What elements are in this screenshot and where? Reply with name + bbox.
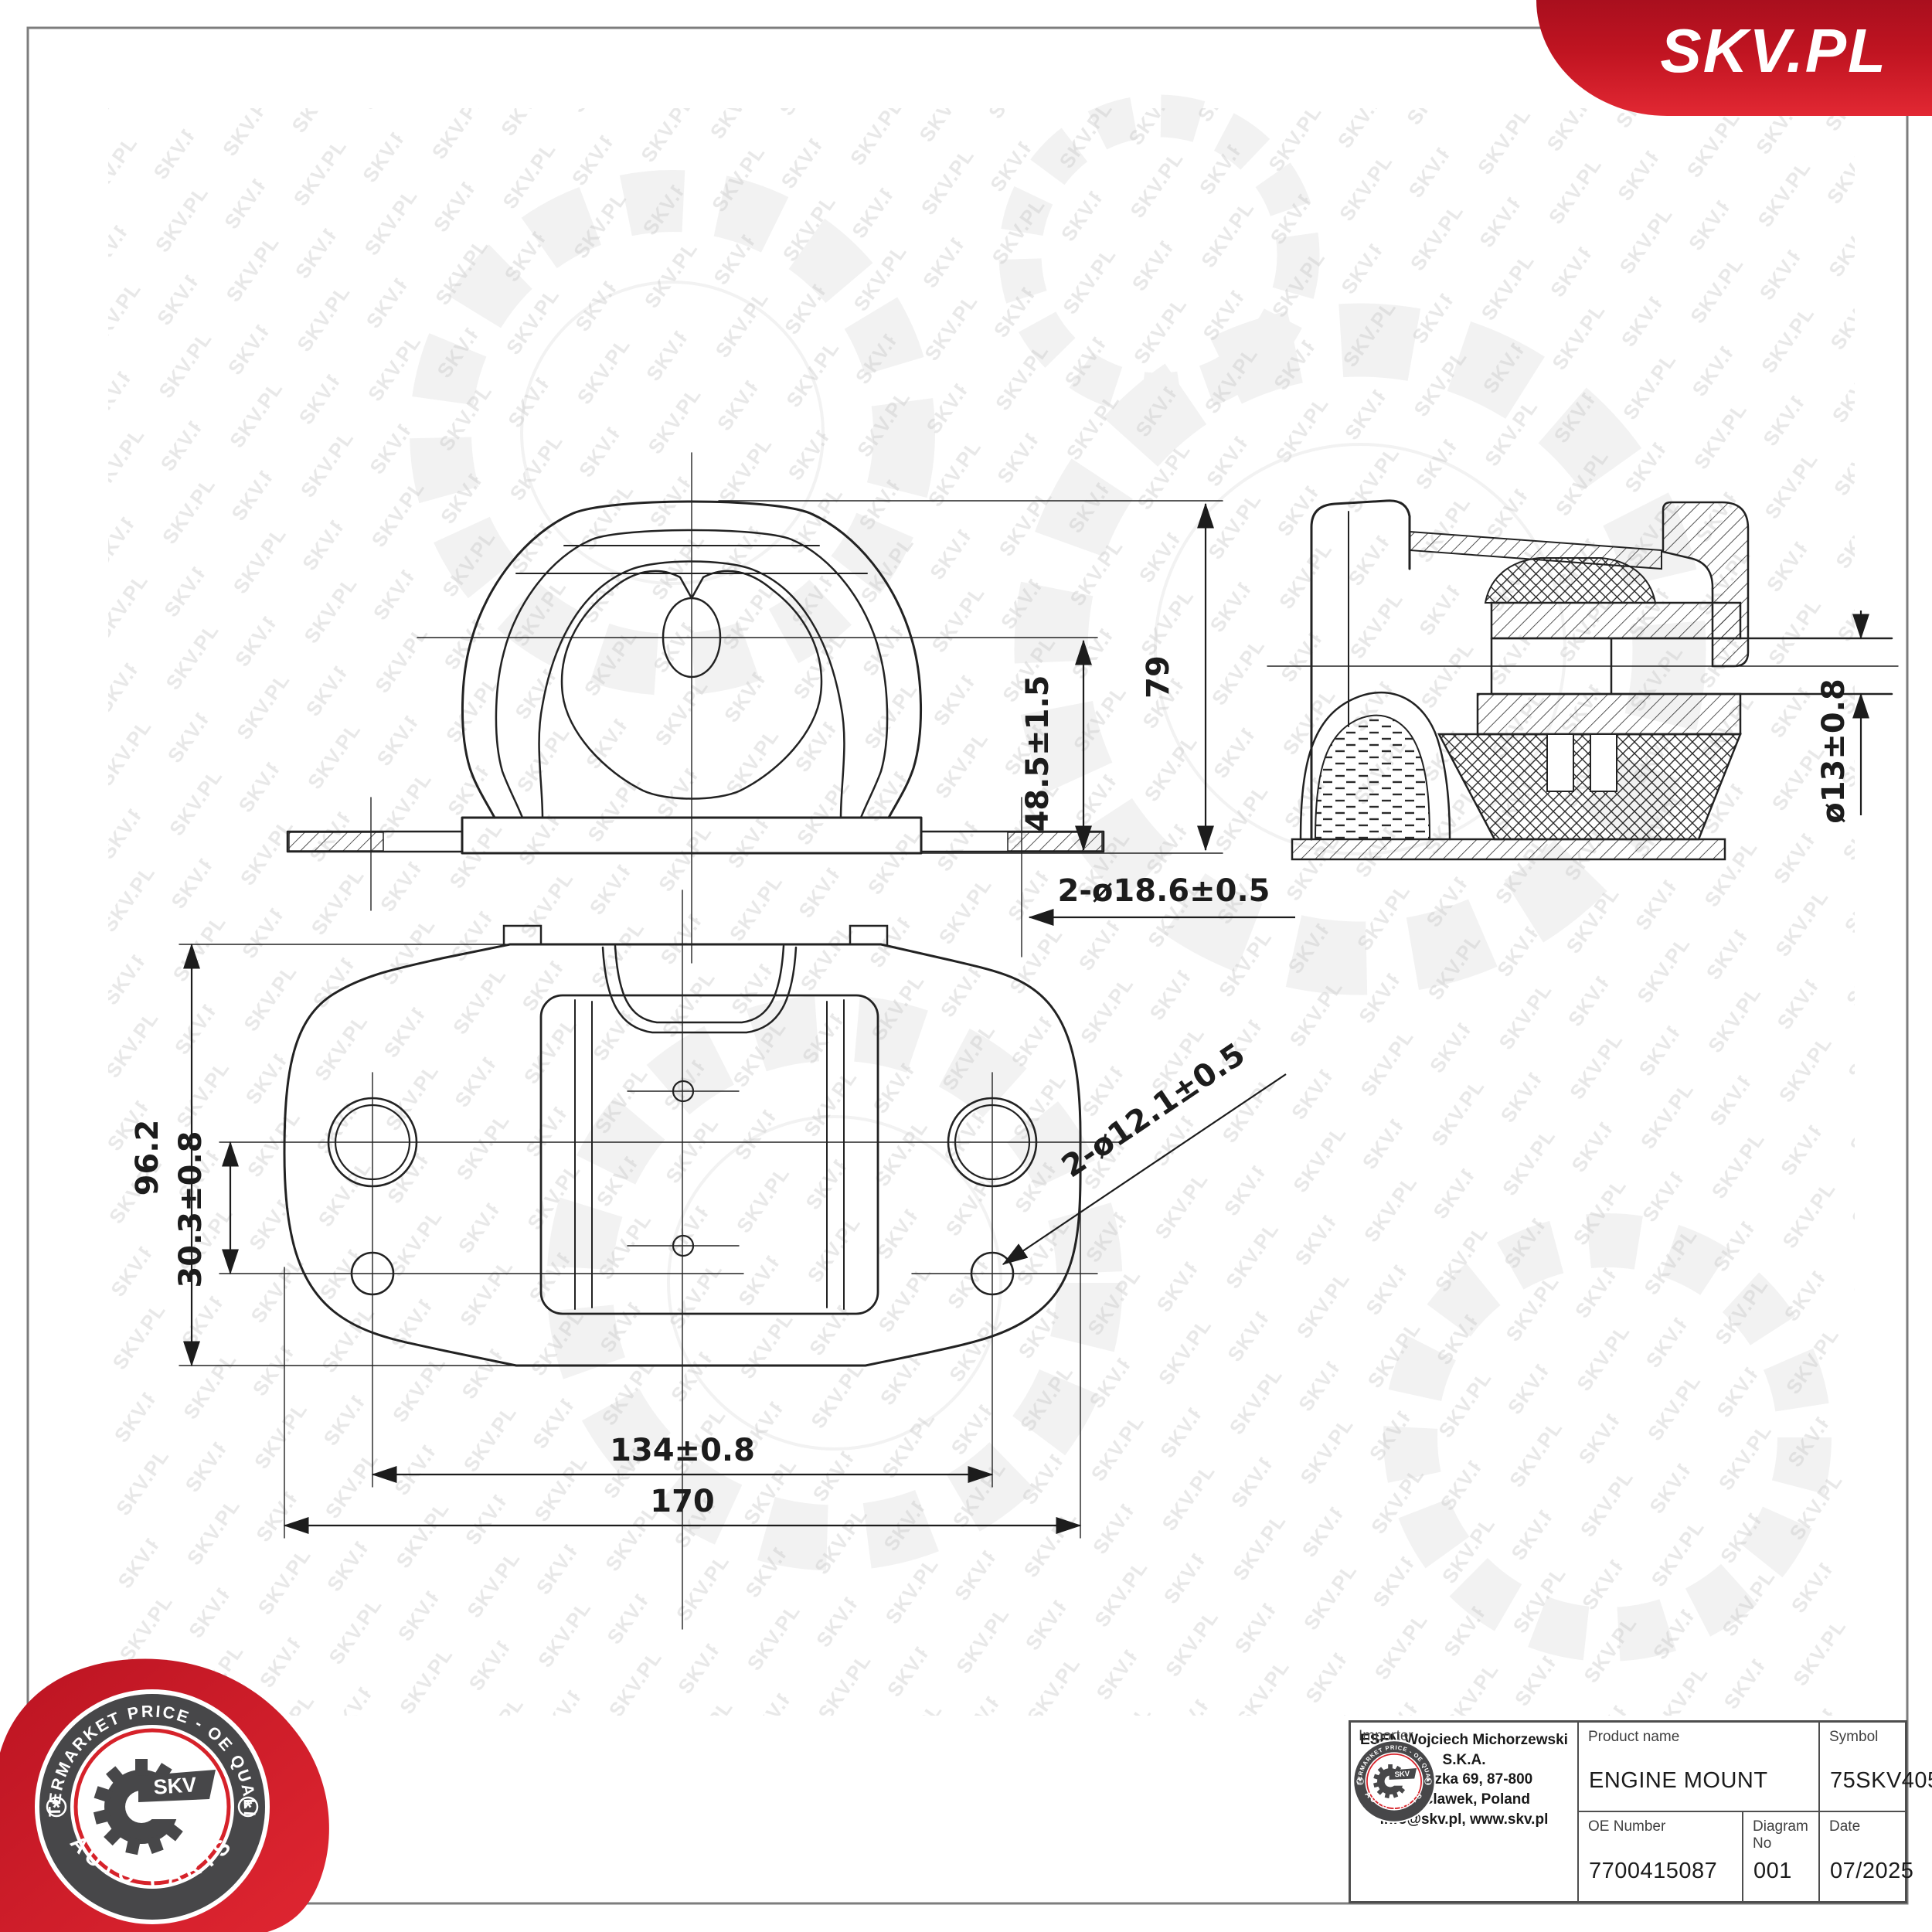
symbol-label: Symbol [1829, 1729, 1879, 1745]
date-cell: Date 07/2025 [1818, 1811, 1913, 1901]
date-label: Date [1829, 1818, 1861, 1835]
diagram-no-cell: Diagram No 001 [1742, 1811, 1818, 1901]
brand-banner: SKV.PL [1536, 0, 1932, 116]
date-value: 07/2025 [1830, 1859, 1914, 1883]
dim-flange-holes: 2-ø18.6±0.5 [1058, 873, 1270, 909]
dim-plate-height: 96.2 [130, 1120, 165, 1196]
side-view-dimensions: ø13±0.8 [1816, 611, 1869, 824]
symbol-cell: Symbol 75SKV405 [1818, 1723, 1932, 1811]
dim-plate-width: 170 [650, 1484, 715, 1519]
title-block: Importer ESEN Wojciech Michorzewski S.K.… [1349, 1720, 1932, 1903]
product-name-value: ENGINE MOUNT [1589, 1768, 1768, 1793]
dim-front-center-height: 48.5±1.5 [1020, 675, 1056, 832]
side-rubber-dome [1314, 714, 1431, 840]
dim-hole-span: 134±0.8 [610, 1433, 755, 1468]
oe-number-label: OE Number [1588, 1818, 1666, 1835]
dim-row-offset: 30.3±0.8 [173, 1131, 209, 1287]
importer-logo [1352, 1739, 1437, 1824]
side-section-view [1267, 499, 1899, 861]
diagram-no-value: 001 [1753, 1859, 1792, 1883]
diagram-no-label: Diagram No [1753, 1818, 1808, 1852]
dim-bore: ø13±0.8 [1816, 679, 1852, 824]
plan-view [179, 889, 1123, 1630]
front-left-flange-hatch [288, 832, 384, 852]
importer-cell: Importer ESEN Wojciech Michorzewski S.K.… [1351, 1723, 1577, 1901]
product-name-cell: Product name ENGINE MOUNT [1577, 1723, 1818, 1811]
oe-number-cell: OE Number 7700415087 [1577, 1811, 1742, 1901]
importer-address: ESEN Wojciech Michorzewski S.K.A. Papiez… [1360, 1730, 1568, 1829]
dim-front-total-height: 79 [1141, 655, 1176, 699]
drawing-frame [26, 26, 1909, 1905]
front-view-dimensions: 79 48.5±1.5 2-ø18.6±0.5 [1020, 502, 1295, 926]
symbol-value: 75SKV405 [1830, 1768, 1932, 1793]
importer-contact: info@skv.pl, www.skv.pl [1379, 1811, 1549, 1828]
watermark-layer [108, 108, 1855, 1716]
bottom-left-brand [0, 1658, 329, 1932]
product-name-label: Product name [1588, 1729, 1680, 1745]
oe-number-value: 7700415087 [1589, 1859, 1718, 1883]
brand-logo-text: SKV.PL [1660, 16, 1887, 85]
